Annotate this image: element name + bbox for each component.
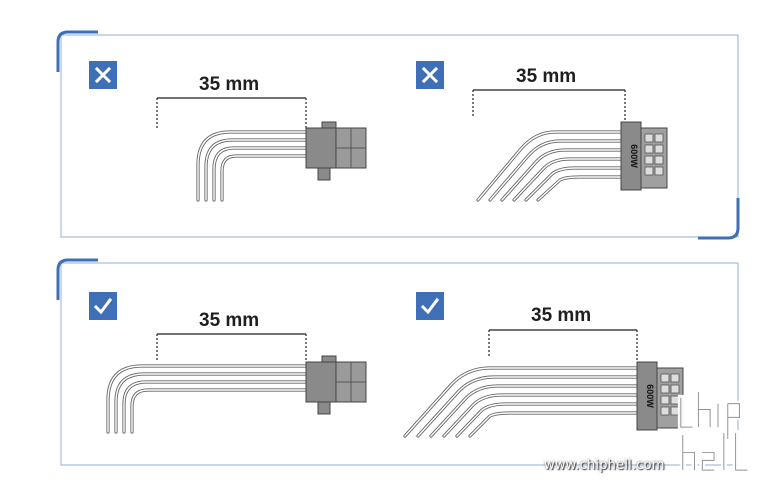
top-right-connector-label: 600W xyxy=(629,144,639,168)
bottom-left-connector xyxy=(305,355,367,415)
bottom-panel-frame xyxy=(60,262,739,466)
check-icon xyxy=(416,292,444,320)
check-icon xyxy=(89,292,117,320)
bottom-right-dimension xyxy=(488,329,638,362)
bottom-left-cable xyxy=(106,364,312,434)
top-panel-frame xyxy=(60,34,739,238)
top-left-cable xyxy=(196,130,312,202)
chiphell-logo xyxy=(677,388,751,474)
cross-icon xyxy=(89,61,117,89)
bottom-right-cable xyxy=(403,366,642,438)
bottom-left-dimension-label: 35 mm xyxy=(199,310,260,331)
bottom-left-dimension xyxy=(156,333,307,362)
top-left-connector xyxy=(305,121,367,181)
top-left-dimension-label: 35 mm xyxy=(199,74,260,95)
top-right-dimension-label: 35 mm xyxy=(516,66,577,87)
bottom-right-connector xyxy=(636,361,684,431)
watermark-url: www.chiphell.com xyxy=(544,458,665,473)
top-left-dimension xyxy=(156,97,307,128)
cross-icon xyxy=(416,61,444,89)
top-right-cable xyxy=(476,130,627,202)
top-right-dimension xyxy=(472,89,626,122)
top-right-connector xyxy=(620,121,668,191)
bottom-right-connector-label: 600W xyxy=(645,384,655,408)
bottom-right-dimension-label: 35 mm xyxy=(531,305,592,326)
